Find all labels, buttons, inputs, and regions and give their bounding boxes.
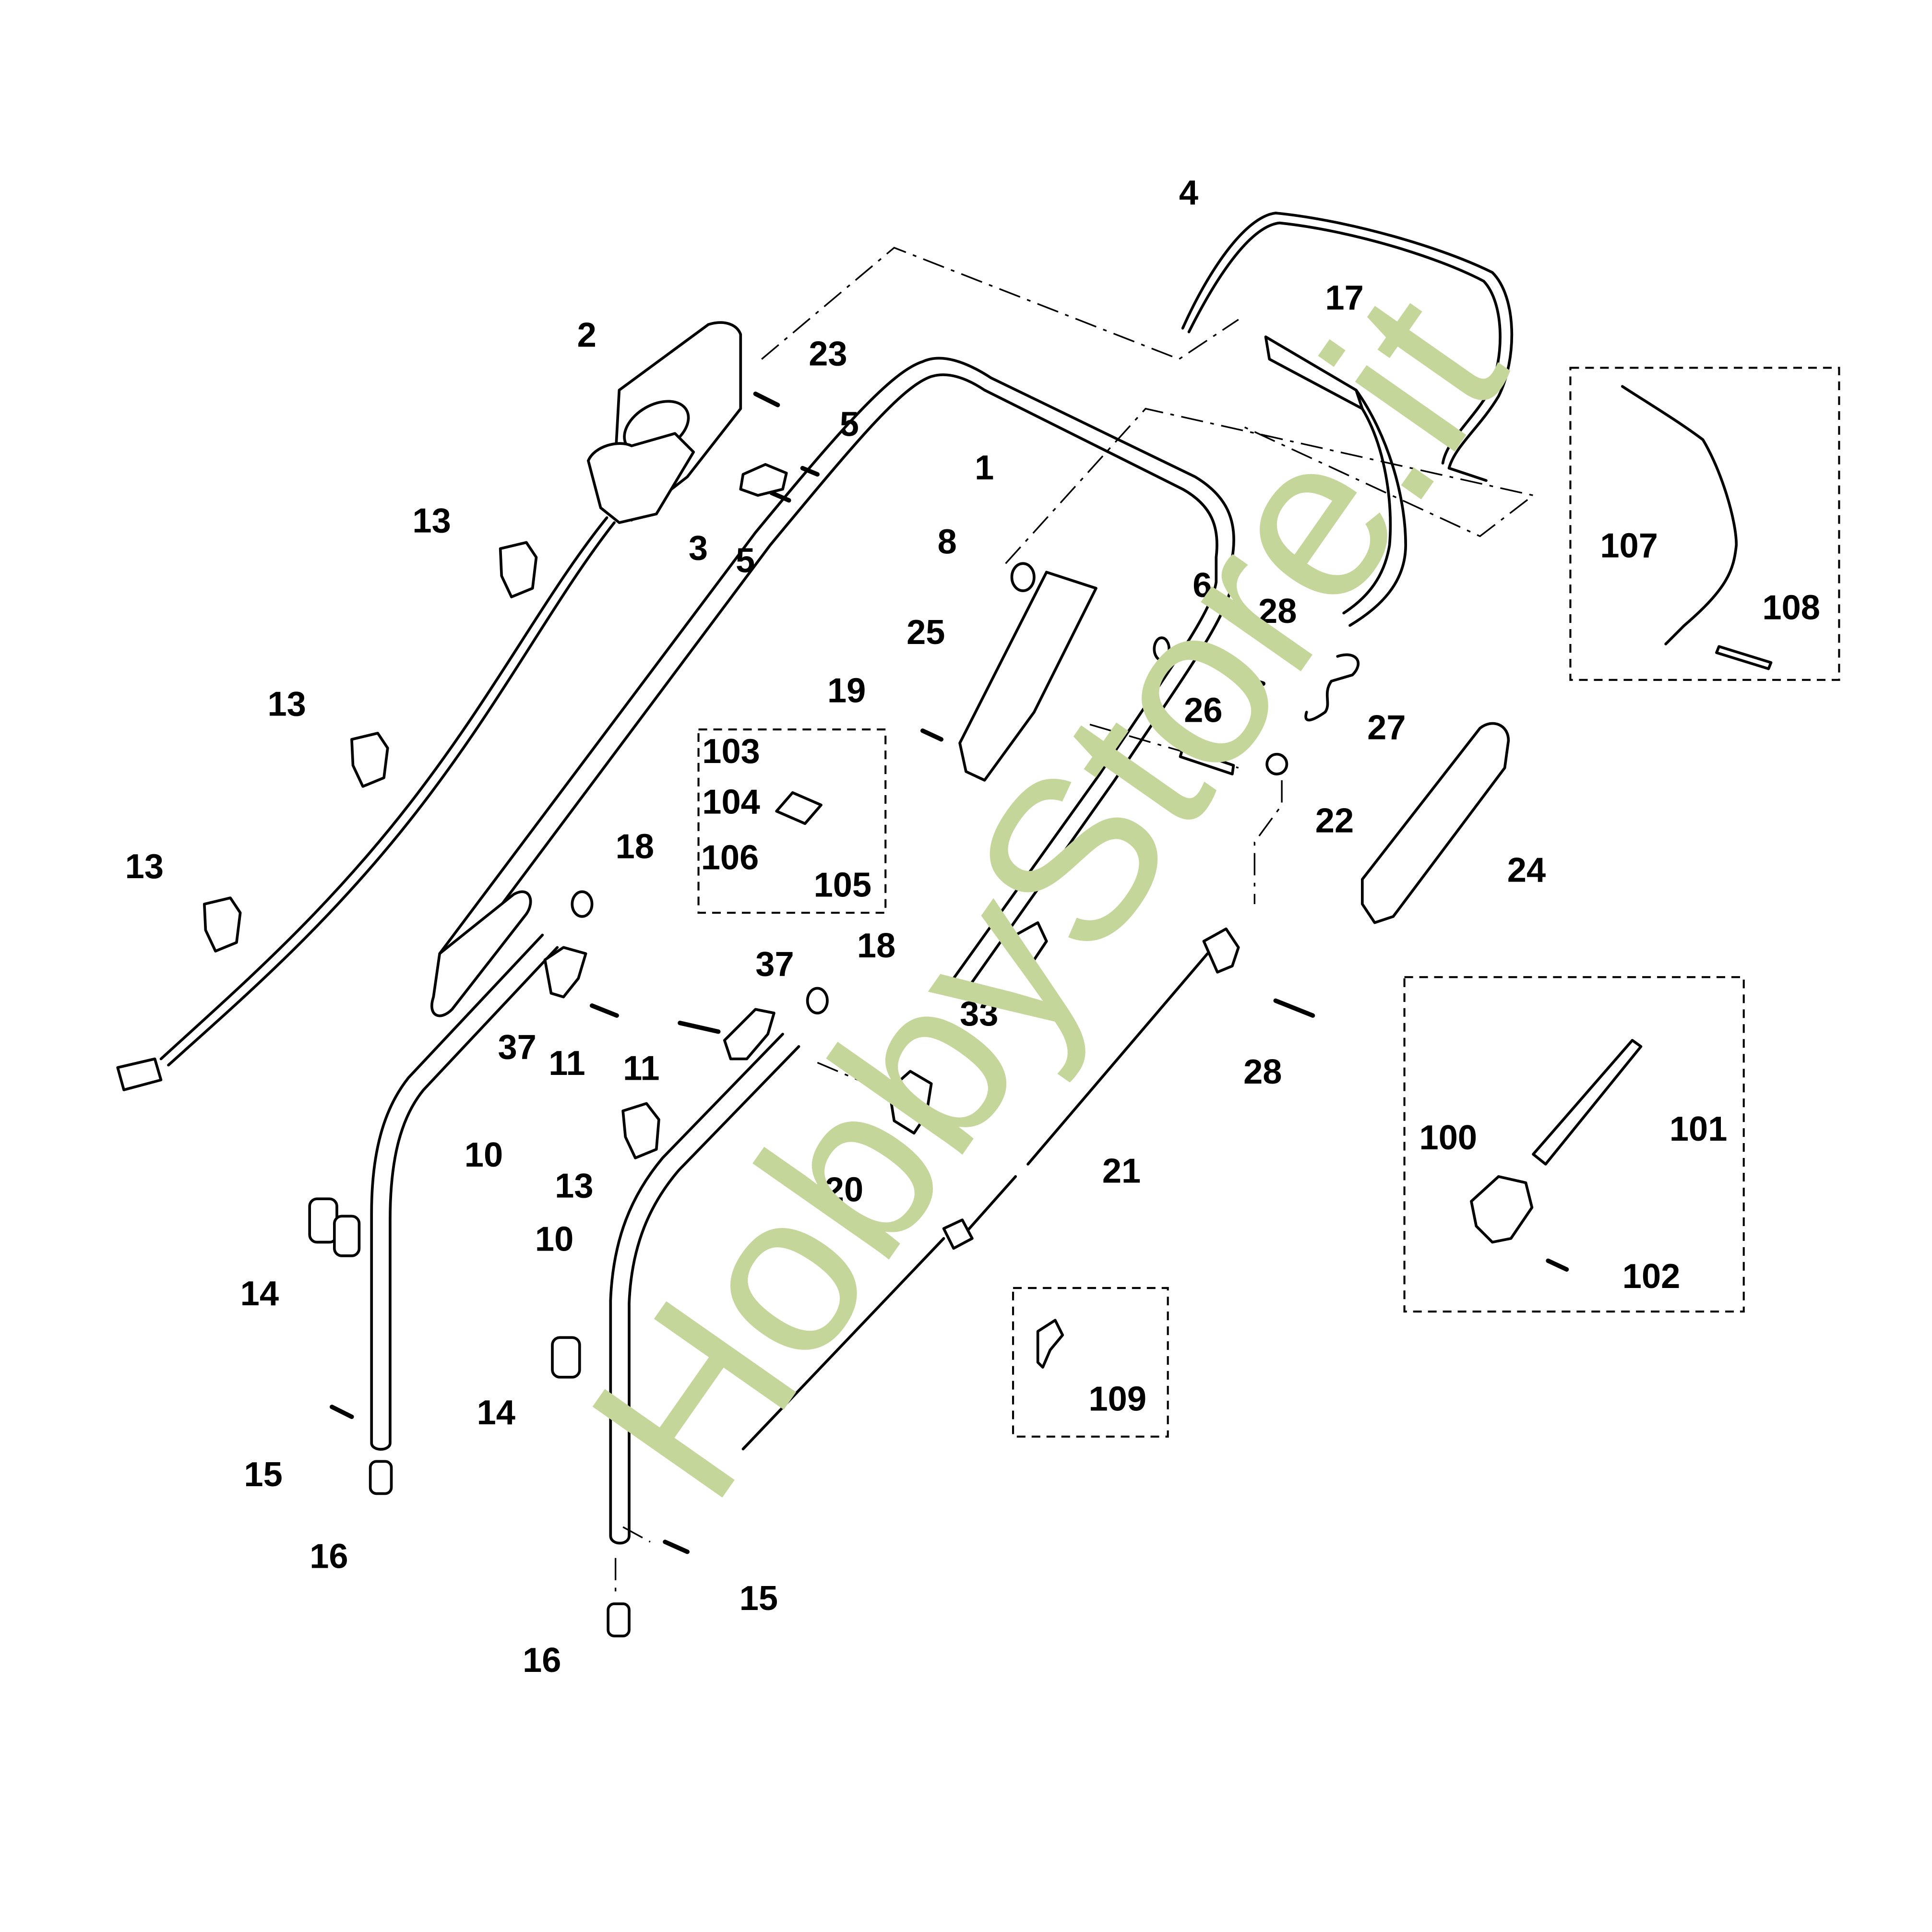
label-23: 23 — [809, 334, 847, 373]
label-102: 102 — [1622, 1257, 1681, 1296]
grip-part-17[interactable] — [1264, 335, 1407, 627]
label-5b: 5 — [736, 541, 755, 580]
label-100: 100 — [1419, 1119, 1478, 1157]
power-cable — [116, 516, 616, 1091]
callout-labels: 1 2 3 4 5 5 6 8 10 10 11 11 13 13 13 13 … — [125, 174, 1820, 1680]
label-101: 101 — [1670, 1110, 1728, 1148]
label-107: 107 — [1600, 526, 1658, 565]
label-109: 109 — [1088, 1380, 1146, 1418]
label-103: 103 — [702, 732, 760, 771]
label-15b: 15 — [739, 1579, 778, 1618]
label-21: 21 — [1102, 1152, 1141, 1191]
upper-handle-part-1[interactable] — [430, 357, 1235, 1017]
label-11b: 11 — [623, 1049, 659, 1087]
label-28b: 28 — [1243, 1053, 1282, 1091]
label-28a: 28 — [1258, 592, 1297, 631]
small-hardware[interactable] — [203, 392, 1510, 1638]
label-27: 27 — [1367, 709, 1406, 747]
label-25: 25 — [906, 613, 945, 652]
inset-boxes — [697, 367, 1840, 1438]
label-105: 105 — [814, 866, 872, 904]
label-33: 33 — [960, 995, 998, 1033]
switch-housing-part-2[interactable] — [587, 321, 742, 524]
lower-handle-left-part-10[interactable] — [370, 933, 559, 1451]
label-37b: 37 — [755, 945, 794, 984]
label-10a: 10 — [465, 1136, 503, 1174]
label-22: 22 — [1315, 801, 1354, 840]
label-18b: 18 — [857, 927, 895, 965]
label-11a: 11 — [549, 1044, 585, 1083]
label-1: 1 — [975, 449, 994, 487]
label-16b: 16 — [523, 1641, 561, 1680]
label-2: 2 — [577, 316, 596, 355]
label-19: 19 — [827, 671, 866, 710]
label-13d: 13 — [555, 1167, 593, 1205]
label-3: 3 — [689, 529, 708, 568]
label-5a: 5 — [840, 405, 859, 443]
safety-bail-part-4[interactable] — [1181, 212, 1514, 482]
label-14a: 14 — [240, 1275, 279, 1313]
label-20: 20 — [825, 1170, 863, 1209]
label-8: 8 — [938, 523, 957, 561]
label-6: 6 — [1193, 566, 1212, 605]
label-17: 17 — [1325, 279, 1363, 317]
lower-handle-right-part-10[interactable] — [609, 1033, 800, 1545]
label-14b: 14 — [477, 1394, 515, 1432]
label-104: 104 — [702, 783, 760, 822]
label-24: 24 — [1507, 851, 1546, 890]
label-10b: 10 — [535, 1220, 573, 1259]
label-106: 106 — [701, 839, 759, 877]
label-15a: 15 — [244, 1455, 282, 1494]
label-4: 4 — [1179, 174, 1198, 212]
label-37a: 37 — [498, 1028, 536, 1067]
label-13b: 13 — [267, 685, 306, 724]
label-13a: 13 — [412, 502, 451, 540]
label-13c: 13 — [125, 847, 164, 886]
label-16a: 16 — [310, 1537, 348, 1575]
assembly-guide-lines — [614, 247, 1535, 1598]
label-26: 26 — [1184, 692, 1222, 730]
label-18a: 18 — [616, 827, 654, 866]
label-108: 108 — [1762, 588, 1820, 627]
